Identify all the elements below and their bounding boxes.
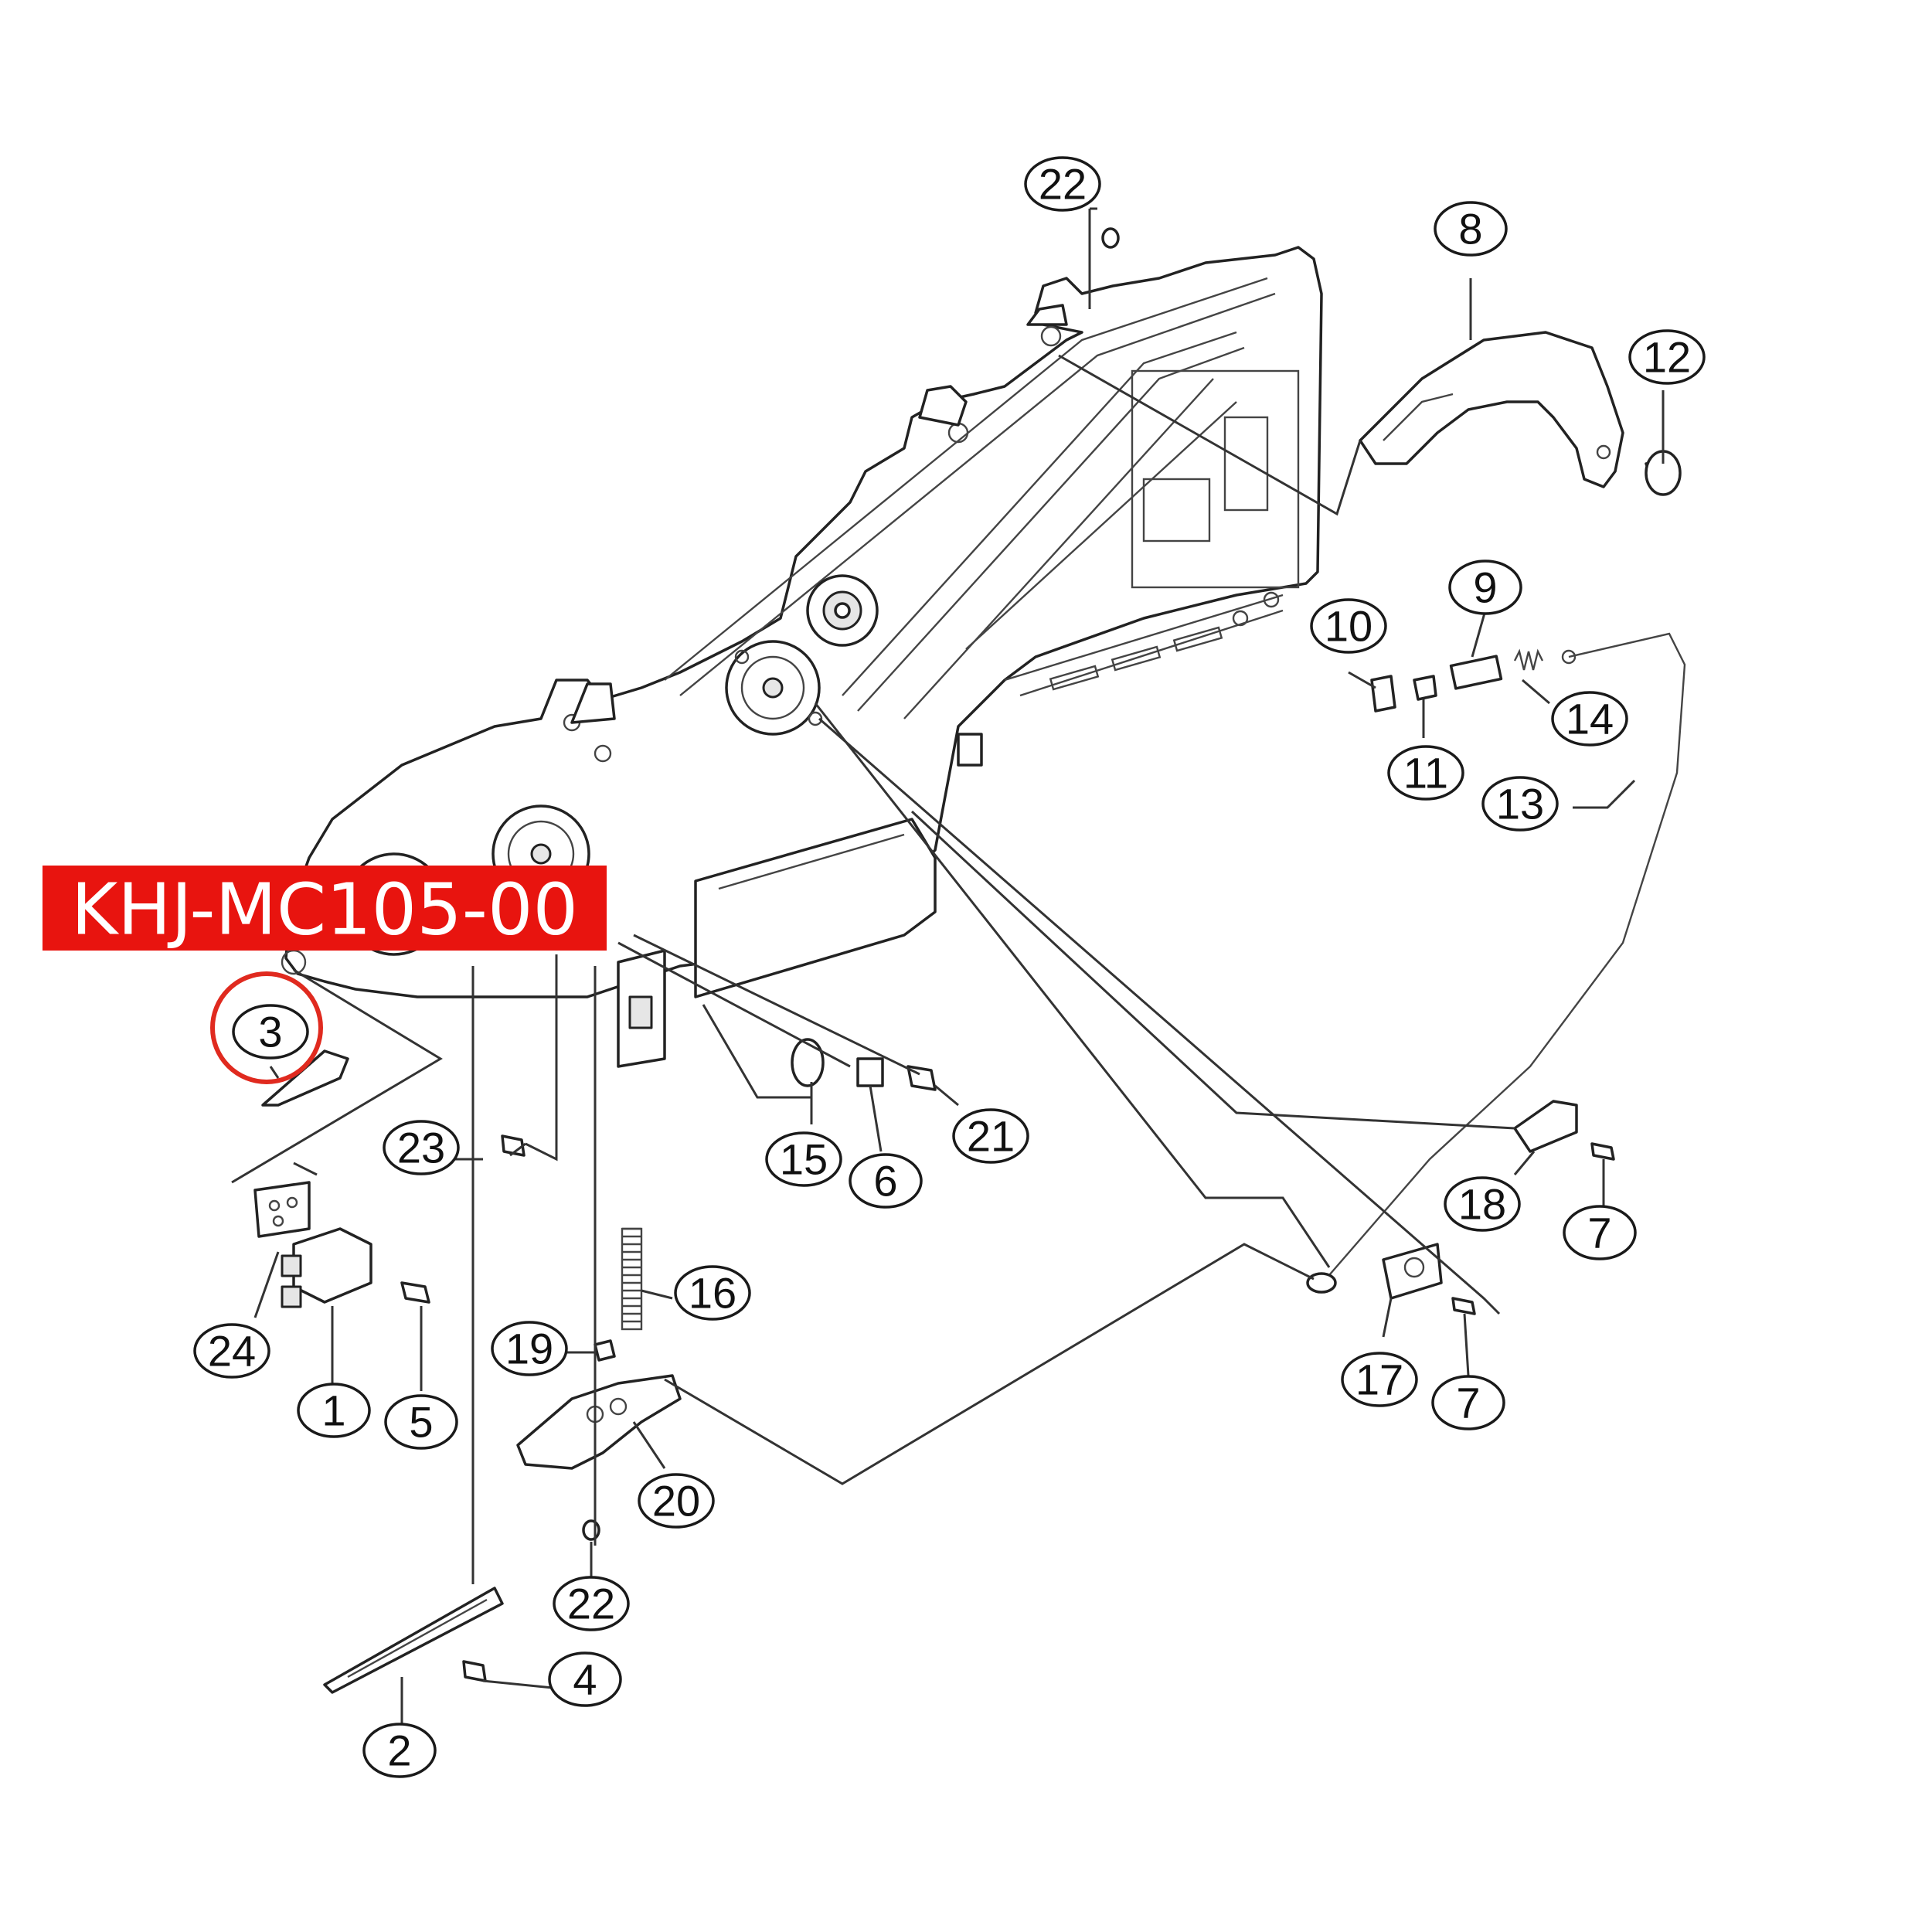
callout-9: 9 [1448,560,1522,615]
svg-text:14: 14 [1566,695,1614,743]
callout-5: 5 [384,1394,458,1450]
svg-text:15: 15 [780,1135,828,1184]
screw-part-4 [462,1660,487,1682]
part-code-label: KHJ-MC105-00 [43,866,607,951]
callout-1: 1 [297,1383,371,1438]
svg-text:1: 1 [321,1386,345,1435]
callout-11: 11 [1387,745,1464,801]
callout-17: 17 [1341,1352,1418,1407]
part-code-label-background [43,866,607,951]
small-parts [253,227,1686,1694]
callout-4: 4 [548,1651,622,1707]
svg-text:13: 13 [1496,780,1544,828]
clip-part-10 [1370,675,1396,713]
svg-text:6: 6 [873,1157,897,1206]
wire-part-13 [1328,632,1686,1276]
callout-18: 18 [1444,1176,1521,1232]
nub-part-22b [582,1519,600,1541]
clip-part-11 [1413,675,1437,701]
handle-part-8 [1359,331,1624,488]
screw-part-7a [1590,1142,1615,1161]
part-code-label-text: KHJ-MC105-00 [71,869,578,951]
spring-part-14 [1513,648,1544,671]
callout-14: 14 [1551,691,1628,747]
svg-text:18: 18 [1458,1180,1506,1229]
bracket-part-17 [1382,1243,1443,1300]
callout-3: 3 [232,1004,309,1060]
svg-text:2: 2 [387,1726,411,1775]
svg-text:10: 10 [1325,602,1372,651]
svg-text:22: 22 [567,1580,615,1628]
callout-13: 13 [1481,776,1559,832]
pin-part-15 [791,1038,825,1087]
nub-part-22a [1101,227,1120,249]
callout-21: 21 [952,1108,1029,1164]
svg-text:3: 3 [258,1008,282,1056]
svg-text:12: 12 [1643,333,1691,382]
callout-22-bottom: 22 [553,1576,630,1631]
svg-text:19: 19 [505,1325,553,1373]
svg-text:22: 22 [1039,160,1087,209]
blade-part-3 [261,1049,349,1107]
callout-16: 16 [674,1265,751,1321]
svg-text:16: 16 [689,1269,736,1318]
highlight-ring [210,971,323,1084]
callout-19: 19 [491,1321,568,1376]
spring-part-16 [622,1227,641,1323]
svg-text:8: 8 [1458,205,1482,253]
callout-8: 8 [1434,201,1508,257]
callout-7-lower: 7 [1431,1375,1505,1430]
callout-6: 6 [849,1153,923,1209]
callout-10: 10 [1310,598,1387,654]
callout-23: 23 [383,1120,460,1175]
pin-part-9 [1449,655,1503,690]
callout-12: 12 [1628,329,1706,385]
callout-24: 24 [193,1323,270,1379]
leader-lines [231,207,1665,1723]
svg-text:11: 11 [1403,749,1448,798]
callout-7-upper: 7 [1563,1205,1637,1260]
svg-text:7: 7 [1456,1379,1480,1427]
svg-text:9: 9 [1473,563,1497,612]
block-part-1 [292,1227,372,1304]
clip-part-19 [594,1339,616,1362]
callout-15: 15 [765,1131,842,1187]
svg-text:17: 17 [1355,1355,1403,1404]
callout-22-top: 22 [1024,156,1101,212]
svg-text:20: 20 [652,1477,700,1526]
callouts: 22 8 12 9 10 14 11 13 [193,156,1706,1778]
svg-text:21: 21 [967,1112,1015,1161]
svg-text:5: 5 [409,1398,433,1447]
screw-part-5 [400,1281,430,1304]
svg-text:7: 7 [1587,1209,1611,1257]
svg-text:24: 24 [208,1327,256,1376]
svg-text:23: 23 [397,1124,445,1172]
callout-20: 20 [638,1473,715,1529]
plate-part-24 [253,1181,311,1238]
pin-part-6 [856,1057,884,1087]
screw-part-23 [501,1134,526,1157]
callout-2: 2 [362,1723,437,1778]
screw-part-7b [1451,1297,1476,1315]
bracket-part-18 [1513,1100,1578,1153]
svg-text:4: 4 [573,1655,597,1704]
